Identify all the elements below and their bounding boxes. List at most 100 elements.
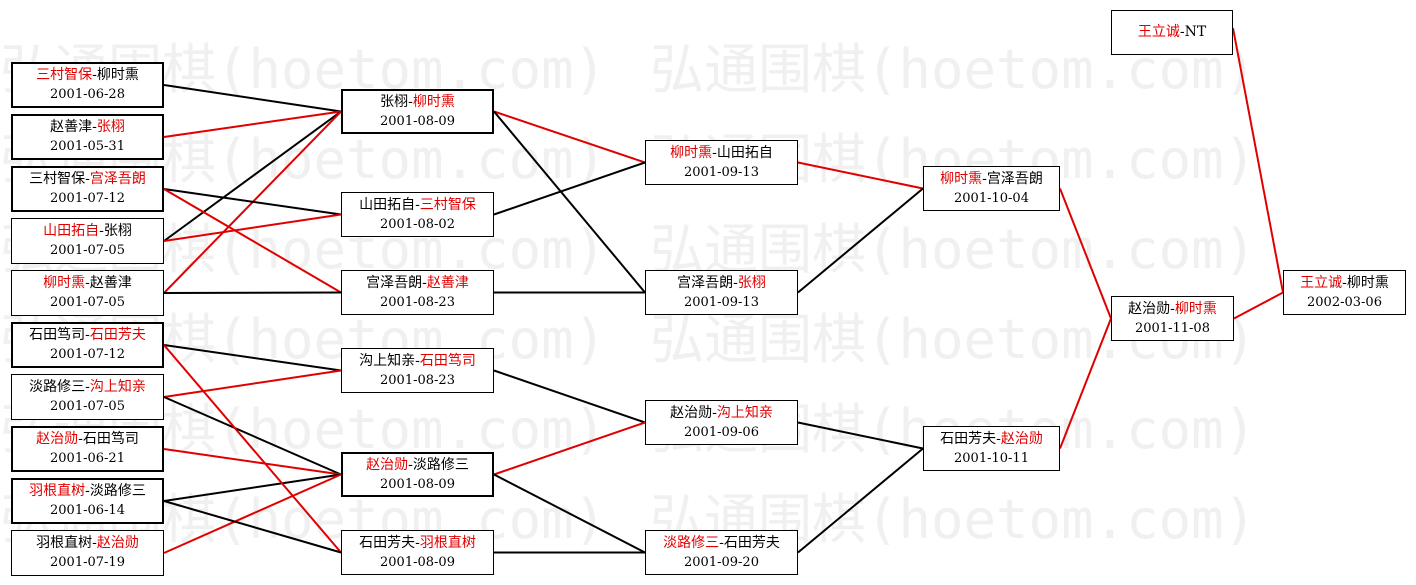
player-2: 山田拓自	[716, 144, 773, 161]
player-1: 宫泽吾朗	[366, 274, 423, 291]
match-date: 2001-06-28	[50, 87, 125, 102]
player-1: 石田笃司	[29, 327, 86, 343]
player-2: 羽根直树	[419, 534, 476, 551]
player-2: 张栩	[737, 274, 766, 291]
connector-r2-1-to-r3-2	[493, 110, 646, 294]
connector-r1-6-to-r2-4	[163, 344, 342, 372]
player-2: 宫泽吾朗	[89, 171, 146, 187]
player-1: 王立诚	[1300, 274, 1343, 291]
player-2: 张栩	[96, 119, 125, 135]
connector-r4-2-to-r5-1	[1059, 318, 1112, 449]
player-2: 石田笃司	[82, 431, 139, 447]
connector-r1-3-to-r2-3	[163, 188, 342, 294]
match-players: 柳时熏-赵善津	[43, 274, 132, 293]
connector-r3-4-to-r4-2	[797, 447, 924, 554]
match-date: 2001-07-19	[50, 555, 125, 570]
match-date: 2001-05-31	[50, 139, 125, 154]
match-players: 石田芳夫-赵治勋	[940, 430, 1043, 449]
match-date: 2001-10-11	[954, 450, 1029, 466]
connector-r1-8-to-r2-5	[163, 448, 342, 476]
match-players: 王立诚-柳时熏	[1300, 274, 1389, 293]
connector-r1-5-to-r2-3	[163, 291, 342, 294]
player-1: 羽根直树	[29, 483, 86, 499]
player-1: 羽根直树	[36, 535, 93, 551]
player-2: 沟上知亲	[716, 404, 773, 421]
match-box-r4-1: 柳时熏-宫泽吾朗 2001-10-04	[923, 166, 1060, 211]
player-1: 柳时熏	[940, 170, 983, 187]
match-players: 张栩-柳时熏	[380, 93, 455, 112]
connector-r5-1-to-final	[1233, 291, 1284, 320]
player-separator: -	[1342, 274, 1347, 291]
match-date: 2001-06-21	[50, 451, 125, 466]
match-players: 三村智保-宫泽吾朗	[29, 170, 146, 189]
match-players: 赵治勋-沟上知亲	[670, 404, 773, 423]
player-2: 张栩	[103, 223, 132, 239]
match-box-champ: 王立诚-NT	[1111, 10, 1233, 55]
match-players: 羽根直树-淡路修三	[29, 482, 146, 501]
player-2: 宫泽吾朗	[986, 170, 1043, 187]
player-1: 赵善津	[50, 119, 93, 135]
match-date: 2002-03-06	[1307, 294, 1382, 310]
match-date: 2001-10-04	[954, 190, 1029, 206]
player-2: 石田芳夫	[723, 534, 780, 551]
player-separator: -	[99, 223, 104, 239]
match-date: 2001-07-05	[50, 243, 125, 258]
match-players: 石田笃司-石田芳夫	[29, 326, 146, 345]
player-separator: -	[712, 404, 717, 421]
match-box-r1-8: 赵治勋-石田笃司 2001-06-21	[11, 426, 164, 472]
player-1: 赵治勋	[366, 456, 409, 473]
match-players: 宫泽吾朗-赵善津	[366, 274, 469, 293]
player-separator: -	[982, 170, 987, 187]
match-date: 2001-08-23	[380, 372, 455, 388]
match-date: 2001-11-08	[1135, 320, 1210, 336]
match-players: 山田拓自-张栩	[43, 222, 132, 241]
player-1: 王立诚	[1137, 24, 1180, 40]
match-date: 2001-09-13	[684, 164, 759, 180]
player-separator: -	[92, 67, 97, 83]
player-1: 山田拓自	[359, 196, 416, 213]
player-separator: -	[415, 196, 420, 213]
player-separator: -	[85, 483, 90, 499]
player-1: 淡路修三	[663, 534, 720, 551]
match-players: 宫泽吾朗-张栩	[677, 274, 766, 293]
player-1: 宫泽吾朗	[677, 274, 734, 291]
player-separator: -	[408, 93, 413, 110]
match-date: 2001-07-05	[50, 399, 125, 414]
player-2: 赵治勋	[96, 535, 139, 551]
match-players: 赵治勋-石田笃司	[36, 430, 139, 449]
player-separator: -	[996, 430, 1001, 447]
match-players: 山田拓自-三村智保	[359, 196, 476, 215]
player-separator: -	[719, 534, 724, 551]
player-2: 淡路修三	[89, 483, 146, 499]
player-1: 赵治勋	[670, 404, 713, 421]
player-1: 山田拓自	[43, 223, 100, 239]
match-players: 王立诚-NT	[1138, 23, 1206, 42]
connector-r2-1-to-r3-1	[493, 110, 646, 164]
player-separator: -	[78, 431, 83, 447]
player-2: 柳时熏	[1174, 300, 1217, 317]
player-1: 赵治勋	[36, 431, 79, 447]
connector-r1-9-to-r2-5	[163, 473, 342, 502]
connector-r2-2-to-r3-1	[493, 161, 646, 216]
player-separator: -	[85, 327, 90, 343]
connector-r2-5-to-r3-3	[493, 421, 646, 476]
player-separator: -	[422, 274, 427, 291]
player-2: 石田笃司	[419, 352, 476, 369]
player-separator: -	[85, 275, 90, 291]
player-2: 赵善津	[89, 275, 132, 291]
